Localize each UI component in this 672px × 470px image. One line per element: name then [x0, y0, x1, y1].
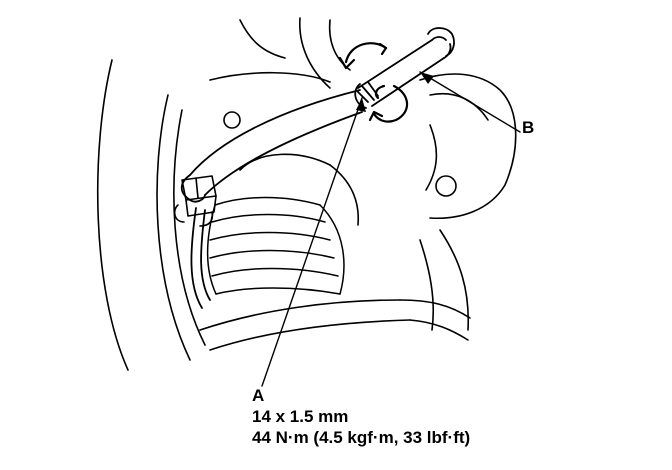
callout-a: A	[252, 386, 265, 405]
drive-shaft-boot	[206, 196, 345, 295]
leader-line-b	[419, 71, 521, 133]
callout-b: B	[522, 118, 535, 137]
lower-arm	[199, 299, 471, 351]
socket-extension-tool	[354, 27, 455, 109]
thread-spec: 14 x 1.5 mm	[252, 407, 349, 426]
steering-knuckle-outline	[223, 17, 517, 331]
leader-line-a	[261, 97, 363, 387]
leader-lines	[261, 71, 521, 387]
leader-arrowhead-b	[420, 72, 434, 84]
rotation-arrows-icon	[338, 42, 409, 123]
ball-joint-nut	[173, 175, 217, 227]
brake-rotor-outline	[96, 59, 331, 371]
leader-arrowhead-a	[356, 98, 366, 112]
stabilizer-bracket	[180, 89, 363, 309]
torque-spec: 44 N·m (4.5 kgf·m, 33 lbf·ft)	[252, 428, 471, 447]
